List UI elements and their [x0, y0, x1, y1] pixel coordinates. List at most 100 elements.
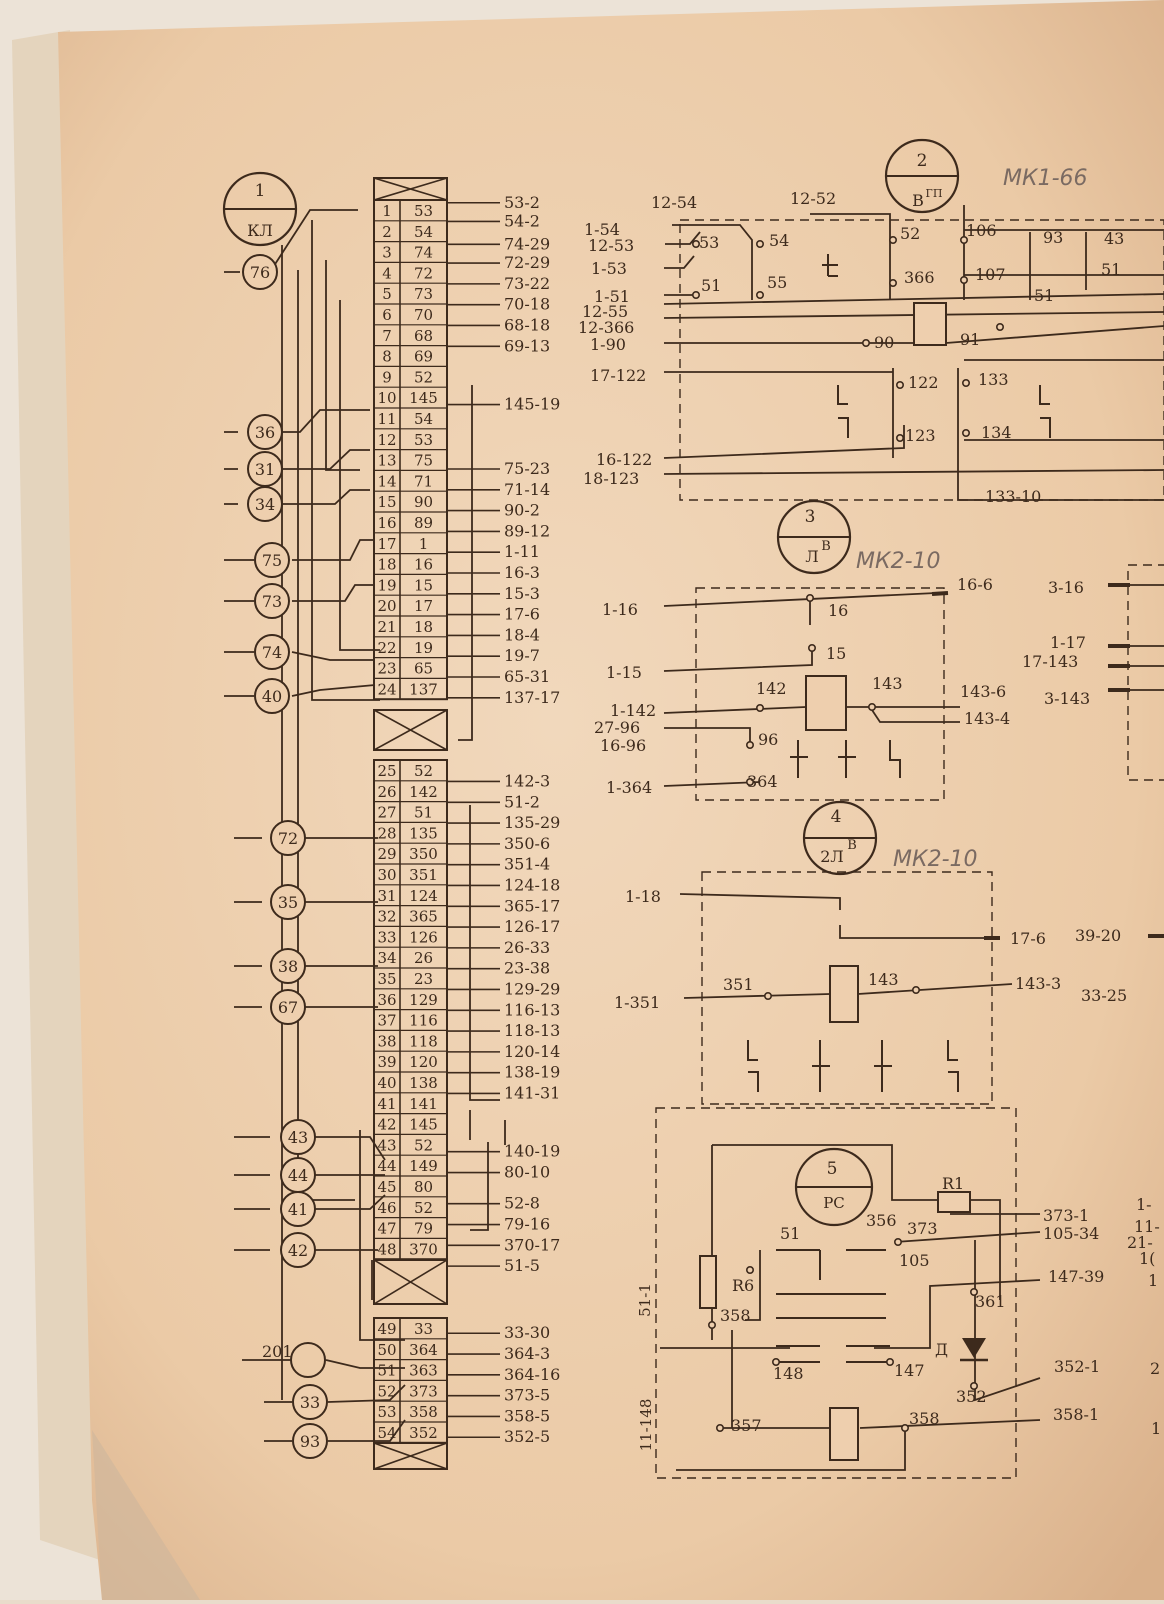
terminal-wire-number: 350 — [409, 845, 438, 863]
terminal-wire-number: 120 — [409, 1053, 438, 1071]
block-5-label: 358-1 — [1053, 1405, 1099, 1424]
block-3-label: 143-4 — [964, 709, 1010, 728]
terminal-pin-number: 26 — [377, 783, 396, 801]
block-2-contact-label: 54 — [769, 231, 789, 250]
terminal-pin-number: 37 — [377, 1012, 396, 1030]
terminal-wire-number: 74 — [414, 244, 433, 262]
terminal-wire-number: 53 — [414, 431, 433, 449]
terminal-wire-label: 18-4 — [504, 625, 540, 644]
terminal-wire-label: 23-38 — [504, 959, 550, 978]
terminal-pin-number: 28 — [377, 824, 396, 842]
terminal-cap-mid-1 — [373, 709, 448, 751]
block-2-contact-label: 53 — [699, 233, 719, 252]
relay-coils — [699, 302, 971, 1461]
block-3-label: 364 — [747, 772, 778, 791]
terminal-pin-number: 11 — [377, 410, 396, 428]
block-2-contact-label: 93 — [1043, 228, 1063, 247]
terminal-wire-label: 90-2 — [504, 501, 540, 520]
terminal-pin-number: 13 — [377, 452, 396, 470]
connector-circle: 40 — [254, 678, 290, 714]
right-edge-label: 17-143 — [1022, 652, 1078, 671]
connector-circle-label: 33 — [300, 1393, 320, 1412]
terminal-pin-number: 42 — [377, 1116, 396, 1134]
terminal-pin-number: 50 — [377, 1341, 396, 1359]
connector-circle-label: 72 — [278, 829, 298, 848]
connector-circle: 44 — [280, 1157, 316, 1193]
terminal-wire-number: 149 — [409, 1157, 438, 1175]
terminal-pin-number: 43 — [377, 1136, 396, 1154]
connector-circle: 31 — [247, 451, 283, 487]
block-3-label: 96 — [758, 730, 778, 749]
terminal-wire-number: 54 — [414, 223, 433, 241]
handwritten-mk2-a: МК2-10 — [856, 549, 941, 574]
terminal-wire-label: 137-17 — [504, 688, 560, 707]
resistor-r1 — [937, 1191, 971, 1213]
folded-corner — [92, 1430, 200, 1600]
block-5-label: 373-1 — [1043, 1206, 1089, 1225]
connector-circle-ring — [254, 634, 290, 670]
block-2-wire-label: 17-122 — [590, 366, 646, 385]
terminal-wire-number: 65 — [414, 660, 433, 678]
terminal-wire-label: 75-23 — [504, 459, 550, 478]
connector-circle-ring — [254, 678, 290, 714]
block-5-label: R6 — [732, 1276, 754, 1295]
coil-block-3 — [805, 675, 847, 731]
terminal-pin-number: 15 — [377, 493, 396, 511]
connector-circle: 93 — [292, 1423, 328, 1459]
block-2-contact-label: 133-10 — [985, 487, 1041, 506]
connector-circle-label: 75 — [262, 551, 282, 570]
terminal-pin-number: 19 — [377, 576, 396, 594]
terminal-pin-number: 31 — [377, 887, 396, 905]
terminal-wire-label: 15-3 — [504, 584, 540, 603]
block-3-label: 1-142 — [610, 701, 656, 720]
terminal-cap-top-cross-b — [373, 177, 448, 201]
right-edge-label: 11- — [1134, 1217, 1160, 1236]
right-edge-label: 21- — [1127, 1233, 1153, 1252]
block-5-label: R1 — [942, 1174, 964, 1193]
block-4-number: 4 — [831, 807, 842, 827]
block-5-label: 361 — [975, 1292, 1006, 1311]
terminal-wire-number: 90 — [414, 493, 433, 511]
coil-block-5 — [829, 1407, 859, 1461]
block-2-wire-label: 1-53 — [591, 259, 627, 278]
terminal-wire-number: 17 — [414, 597, 433, 615]
block-2-wire-label: 1-51 — [594, 287, 630, 306]
block-3-label: 142 — [756, 679, 787, 698]
terminal-wire-number: 116 — [409, 1012, 438, 1030]
block-2-superscript: ГП — [926, 187, 943, 200]
connector-circle-label: 36 — [255, 423, 275, 442]
terminal-pin-number: 8 — [382, 348, 392, 366]
terminal-wire-number: 137 — [409, 680, 438, 698]
connector-circle-ring — [242, 254, 278, 290]
block-2-wire-label: 1-90 — [590, 335, 626, 354]
terminal-wire-label: 51-5 — [504, 1256, 540, 1275]
terminal-pin-number: 35 — [377, 970, 396, 988]
terminal-wire-label: 373-5 — [504, 1386, 550, 1405]
back-sheet — [12, 30, 100, 1560]
right-edge-label: 3-16 — [1048, 578, 1084, 597]
terminal-pin-number: 30 — [377, 866, 396, 884]
terminal-wire-label: 70-18 — [504, 295, 550, 314]
diode-d — [960, 1338, 988, 1362]
connector-circle-label: 40 — [262, 687, 282, 706]
block-2-wire-label: 1-54 — [584, 220, 620, 239]
block-2-wire-label: 12-53 — [588, 236, 634, 255]
terminal-pin-number: 9 — [382, 368, 392, 386]
connector-circle: 42 — [280, 1232, 316, 1268]
terminal-pin-number: 16 — [377, 514, 396, 532]
terminal-wire-number: 33 — [414, 1320, 433, 1338]
connector-circle: 72 — [270, 820, 306, 856]
connector-circle-ring — [280, 1119, 316, 1155]
terminal-wire-label: 129-29 — [504, 979, 560, 998]
terminal-wire-label: 138-19 — [504, 1063, 560, 1082]
block-2-contact-label: 43 — [1104, 229, 1124, 248]
block-4-name: 2Л — [820, 847, 844, 866]
block-2-contact-label: 51 — [1034, 286, 1054, 305]
terminal-wire-number: 75 — [414, 452, 433, 470]
dashed-frames — [655, 219, 1164, 1479]
terminal-wire-number: 373 — [409, 1382, 438, 1400]
terminal-wire-label: 364-3 — [504, 1344, 550, 1363]
connector-circle-label: 93 — [300, 1432, 320, 1451]
terminal-wire-number: 126 — [409, 928, 438, 946]
terminal-pin-number: 1 — [382, 202, 392, 220]
